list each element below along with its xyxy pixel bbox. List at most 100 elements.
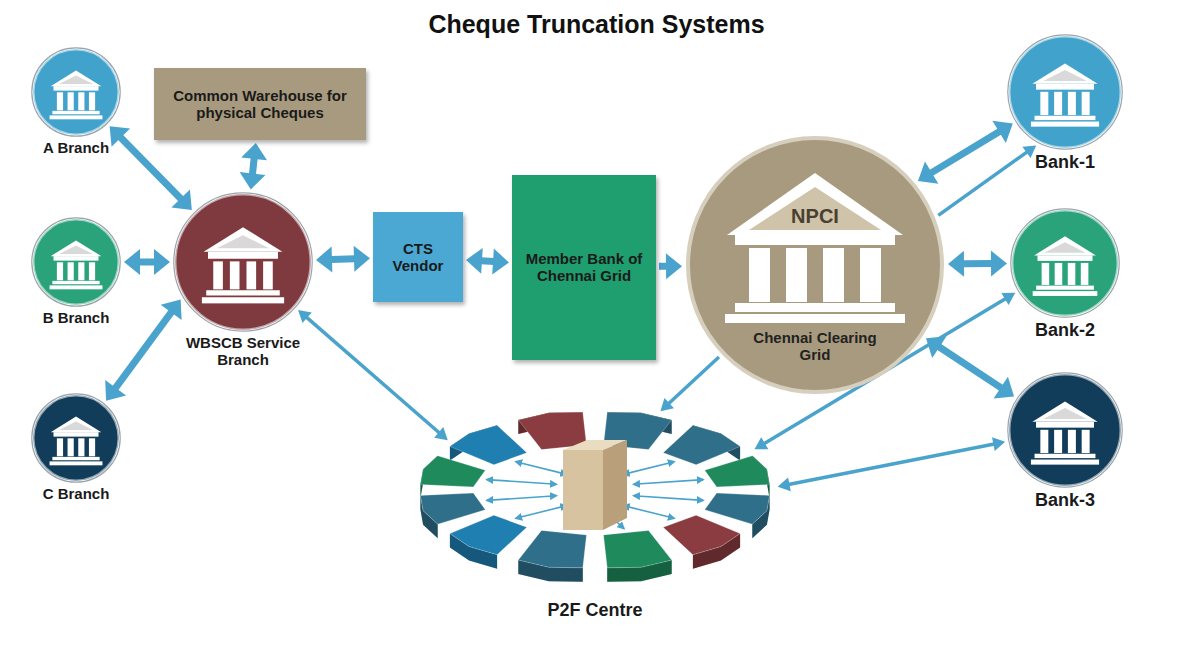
connector-line [115, 312, 172, 389]
inner-arrow [634, 480, 704, 485]
arrow-head [354, 246, 370, 272]
node-label: A Branch [11, 139, 141, 156]
block-top [450, 425, 527, 465]
temple-column [786, 248, 807, 302]
temple-roof [51, 240, 102, 256]
arrow-head [161, 299, 182, 320]
temple-pediment [1043, 408, 1087, 419]
temple-column [89, 438, 95, 456]
temple-icon [50, 240, 103, 289]
service-branch-circle: WBSCB Service Branch [168, 192, 318, 369]
circle-fill [1012, 210, 1118, 316]
temple-roof [51, 416, 102, 432]
block-top [518, 412, 586, 449]
temple-pediment [217, 235, 270, 248]
branch-circle: B Branch [11, 217, 141, 326]
temple-roof [727, 173, 903, 235]
connector-line [931, 131, 1000, 173]
arrow-head [105, 380, 126, 401]
inner-arrow [487, 480, 557, 485]
circle-fill [33, 49, 119, 135]
connector-line [331, 255, 355, 263]
temple-step [725, 314, 905, 323]
connector-line [481, 257, 494, 265]
temple-column [1054, 430, 1062, 453]
temple-pediment [1043, 70, 1087, 81]
temple-step [735, 303, 895, 312]
bank-circle: Bank-2 [995, 208, 1135, 341]
member-bank-box: Member Bank of Chennai Grid [512, 175, 656, 360]
connector-line [120, 137, 181, 199]
temple-column [1055, 263, 1063, 285]
inner-arrow [516, 506, 567, 519]
warehouse-box: Common Warehouse for physical Cheques [154, 68, 366, 140]
arrow-head [992, 121, 1012, 143]
arrow-head [466, 248, 483, 274]
connector-line [306, 317, 439, 433]
node-label: Bank-3 [995, 490, 1135, 511]
block-top [663, 515, 740, 555]
temple-pediment [59, 421, 93, 429]
temple-column [230, 261, 240, 289]
arrow-head [434, 427, 448, 440]
temple-step [52, 281, 99, 284]
temple-column [1040, 92, 1048, 115]
connector-line [139, 259, 155, 266]
temple-step [1035, 116, 1096, 120]
temple-icon [202, 227, 284, 303]
grid-label: Chennai Clearing Grid [740, 329, 890, 364]
temple-roof [51, 70, 102, 86]
circle-icon [173, 192, 313, 332]
temple-column [89, 92, 95, 110]
connector-arrow [926, 336, 1014, 398]
connector-arrow [316, 246, 370, 273]
temple-column [860, 248, 881, 302]
temple-band [54, 256, 99, 261]
arrow-head [660, 398, 674, 411]
temple-step [1035, 454, 1096, 458]
inner-arrow [516, 462, 567, 475]
connector-line [963, 260, 992, 267]
temple-band [1038, 255, 1093, 261]
temple-column [78, 92, 84, 110]
arrow-head [754, 437, 768, 449]
inner-arrow [623, 462, 674, 475]
arrow-head [124, 249, 140, 275]
temple-column [213, 261, 223, 289]
circle-fill [1009, 36, 1121, 148]
temple-column [823, 248, 844, 302]
diagram-title: Cheque Truncation Systems [0, 10, 1193, 39]
circle-rim [32, 48, 120, 136]
connector-line [938, 152, 1027, 216]
temple-column [247, 261, 257, 289]
temple-icon [50, 416, 103, 465]
cube-side [603, 440, 627, 530]
temple-column [78, 262, 84, 280]
circle-icon [1010, 208, 1120, 318]
temple-column [89, 262, 95, 280]
arrow-head [778, 477, 791, 491]
temple-column [749, 248, 770, 302]
grid-name: NPCI [765, 205, 865, 228]
temple-icon [1031, 402, 1099, 465]
temple-column [68, 92, 74, 110]
temple-pediment [1044, 242, 1085, 252]
arrow-head [241, 143, 267, 160]
temple-step [1031, 122, 1099, 127]
arrow-head [992, 437, 1005, 451]
circle-rim [32, 394, 120, 482]
temple-band [208, 252, 278, 259]
arrow-head [240, 172, 266, 189]
circle-rim [174, 193, 312, 331]
circle-icon [1007, 372, 1123, 488]
temple-pediment [749, 187, 881, 230]
temple-step [1031, 460, 1099, 465]
circle-fill [33, 395, 119, 481]
temple-step [52, 111, 99, 114]
connector-arrow [298, 310, 448, 440]
arrow-head [666, 253, 682, 279]
block-top [705, 456, 770, 487]
branch-circle: A Branch [11, 47, 141, 156]
arrow-head [918, 161, 938, 183]
temple-band [1036, 422, 1094, 428]
